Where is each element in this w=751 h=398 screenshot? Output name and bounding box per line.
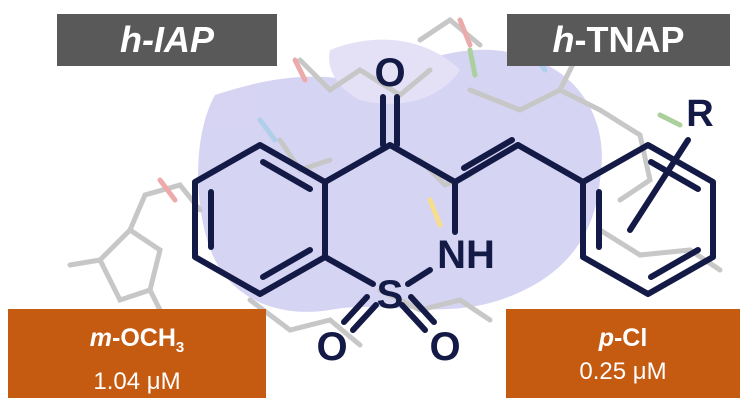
- substituent-name-right: p-Cl: [598, 324, 648, 352]
- tnap-prefix: h: [552, 19, 575, 60]
- ic50-value-left: 1.04 μM: [93, 368, 181, 395]
- sulfonyl-bond-right: [399, 302, 428, 333]
- ketone-oxygen: O: [374, 51, 405, 95]
- vinyl-to-aryl-bond: [515, 142, 586, 185]
- r-substituent-bond: [627, 137, 691, 233]
- binding-surface: [198, 49, 602, 312]
- iap-name: IAP: [153, 19, 214, 60]
- atom-labels: O NH S O O R: [316, 51, 713, 369]
- thiazinone-ring-upper: [322, 142, 458, 235]
- target-label-tnap: h-TNAP: [507, 14, 730, 66]
- substituent-name-left: m-OCH3: [89, 324, 185, 356]
- sulfur-to-nitrogen-bond: [405, 267, 433, 287]
- iap-dash: -: [141, 19, 154, 60]
- result-box-tnap: p-Cl 0.25 μM: [506, 309, 740, 398]
- exocyclic-bond: [452, 142, 521, 185]
- substituent-subscript-left: 3: [175, 339, 185, 356]
- tnap-name: TNAP: [586, 19, 685, 60]
- molecule-structure: [192, 94, 716, 333]
- tnap-dash: -: [574, 19, 587, 60]
- benzene-inner-bond-2: [260, 159, 313, 192]
- ring-to-sulfur-bond: [322, 254, 376, 287]
- sulfonyl-oxygen-right: O: [429, 325, 460, 369]
- iap-prefix: h: [119, 19, 142, 60]
- aryl-benzene-ring: [580, 142, 716, 297]
- sulfonyl-bond-left: [350, 302, 379, 333]
- exocyclic-bond-inner: [461, 137, 515, 171]
- sulfonyl-bond-right-2: [408, 294, 437, 325]
- r-group: R: [686, 93, 713, 135]
- target-label-iap: h-IAP: [57, 14, 277, 66]
- result-box-iap: m-OCH3 1.04 μM: [8, 309, 266, 398]
- binding-surface-fold: [329, 39, 460, 104]
- aryl-inner-bond-2: [648, 159, 701, 192]
- sulfonyl-oxygen-left: O: [316, 325, 347, 369]
- ic50-value-right: 0.25 μM: [579, 358, 667, 385]
- nh-group: NH: [437, 233, 495, 277]
- substituent-group-right: Cl: [622, 324, 648, 352]
- sulfur-atom: S: [377, 273, 404, 317]
- substituent-prefix-right: p: [598, 324, 614, 352]
- sulfonyl-bond-left-2: [341, 294, 370, 325]
- aryl-inner-bond-3: [648, 247, 701, 280]
- substituent-group-left: OCH: [120, 324, 176, 352]
- benzene-inner-bond-3: [260, 247, 313, 280]
- substituent-prefix-left: m: [89, 324, 112, 352]
